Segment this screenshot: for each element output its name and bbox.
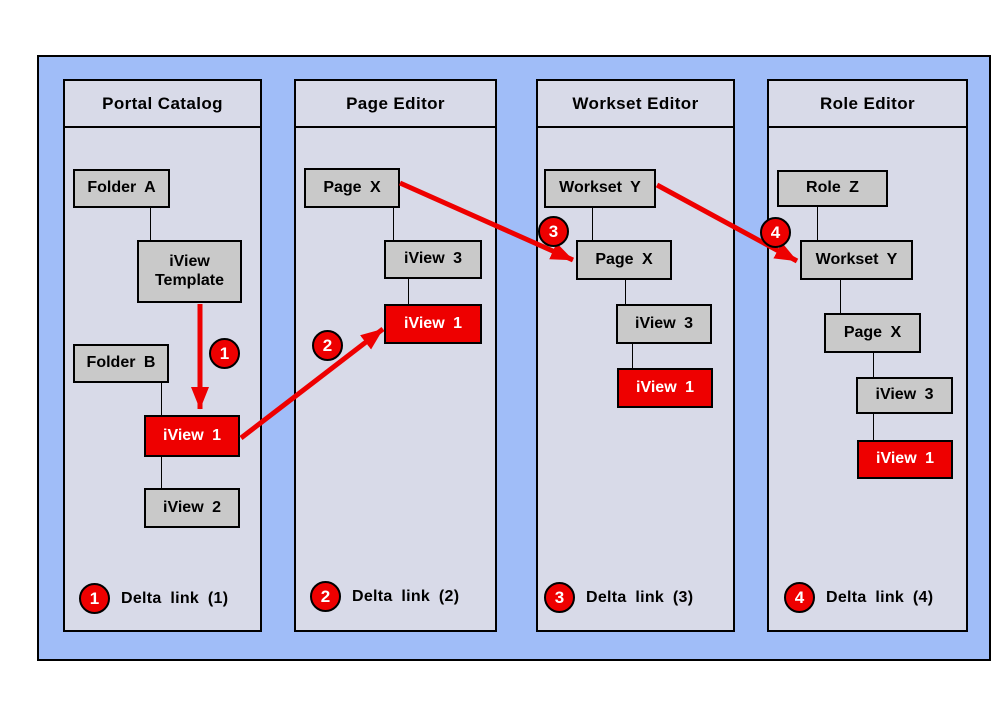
panel-title: Role Editor [769,81,966,128]
legend-label: Delta link (1) [121,589,229,607]
node-iview-3: iView 3 [616,304,712,344]
node-iview-1: iView 1 [617,368,713,408]
arrow-badge-4: 4 [760,217,791,248]
panel-title: Portal Catalog [65,81,260,128]
tree-connector [393,208,394,240]
node-iview-3: iView 3 [856,377,953,414]
node-role-z: Role Z [777,170,888,207]
node-iview-2: iView 2 [144,488,240,528]
arrow-badge-1: 1 [209,338,240,369]
node-iview-template: iView Template [137,240,242,303]
panel-workset-editor: Workset Editor [536,79,735,632]
tree-connector [873,414,874,440]
tree-connector [632,344,633,368]
panel-title: Page Editor [296,81,495,128]
legend-badge-1: 1 [79,583,110,614]
tree-connector [625,280,626,304]
node-page-x: Page X [304,168,400,208]
node-page-x: Page X [824,313,921,353]
tree-connector [150,208,151,240]
tree-connector [873,353,874,377]
legend-label: Delta link (2) [352,587,460,605]
tree-connector [592,208,593,240]
panel-role-editor: Role Editor [767,79,968,632]
node-folder-b: Folder B [73,344,169,383]
node-iview-3: iView 3 [384,240,482,279]
tree-connector [161,383,162,415]
node-workset-y: Workset Y [800,240,913,280]
legend-delta-link-4: 4 Delta link (4) [784,582,933,613]
node-page-x: Page X [576,240,672,280]
tree-connector [817,207,818,240]
legend-badge-3: 3 [544,582,575,613]
panel-title: Workset Editor [538,81,733,128]
tree-connector [840,280,841,313]
legend-delta-link-1: 1 Delta link (1) [79,583,228,614]
legend-badge-2: 2 [310,581,341,612]
legend-label: Delta link (4) [826,588,934,606]
tree-connector [161,457,162,488]
arrow-badge-3: 3 [538,216,569,247]
node-folder-a: Folder A [73,169,170,208]
node-iview-1: iView 1 [384,304,482,344]
tree-connector [408,279,409,304]
node-iview-1: iView 1 [857,440,953,479]
legend-badge-4: 4 [784,582,815,613]
legend-delta-link-2: 2 Delta link (2) [310,581,459,612]
arrow-badge-2: 2 [312,330,343,361]
legend-label: Delta link (3) [586,588,694,606]
node-workset-y: Workset Y [544,169,656,208]
node-iview-1: iView 1 [144,415,240,457]
legend-delta-link-3: 3 Delta link (3) [544,582,693,613]
